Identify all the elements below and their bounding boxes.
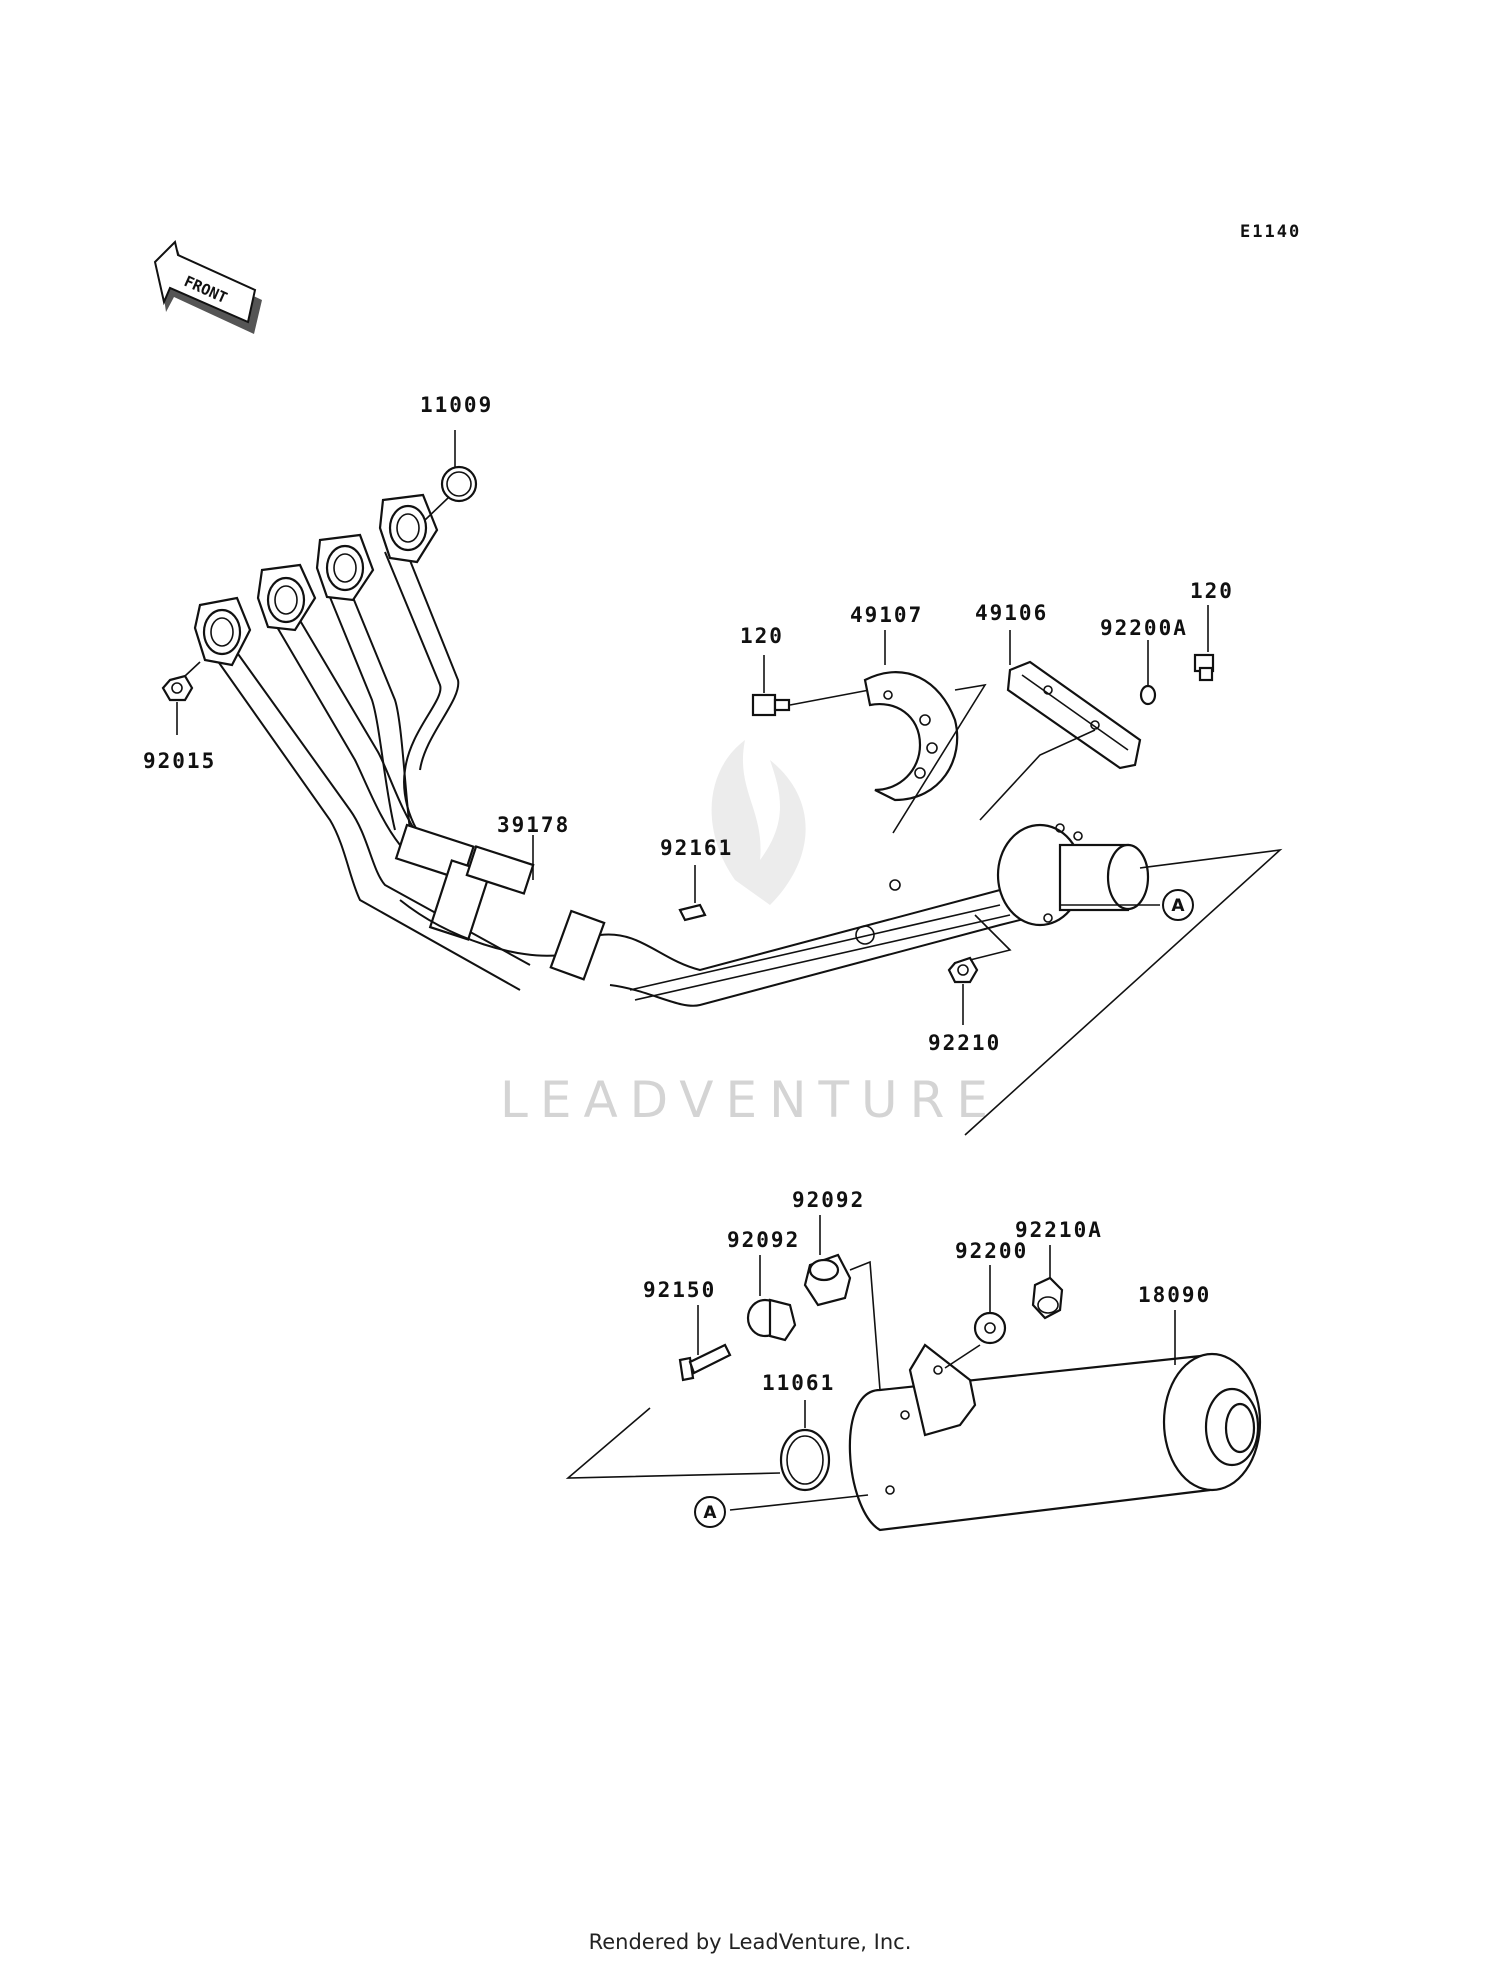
part-label-49106[interactable]: 49106 xyxy=(975,601,1048,625)
header-pipe-2 xyxy=(269,614,401,846)
cover-49106 xyxy=(1006,660,1142,770)
part-label-11009[interactable]: 11009 xyxy=(420,393,493,417)
heat-guard-49107 xyxy=(863,671,959,802)
bolt-120-right xyxy=(1193,605,1215,682)
collector-band-4 xyxy=(549,909,606,981)
washer-92200 xyxy=(973,1311,1007,1345)
muffler-18090 xyxy=(848,1310,1262,1532)
part-label-92200A[interactable]: 92200A xyxy=(1100,616,1188,640)
front-arrow-icon: FRONT xyxy=(153,240,262,334)
svg-text:A: A xyxy=(1171,896,1185,916)
diagram-code: E1140 xyxy=(1240,222,1301,242)
collector-band-3 xyxy=(465,845,535,895)
washer-92200A xyxy=(1139,684,1157,706)
bolt-92150 xyxy=(678,1305,732,1382)
grommet-92092-top xyxy=(803,1215,881,1391)
part-label-18090[interactable]: 18090 xyxy=(1138,1283,1211,1307)
header-flange-1 xyxy=(193,596,252,667)
watermark-text: LEADVENTURE xyxy=(500,1071,1000,1129)
watermark: LEADVENTURE xyxy=(500,740,1000,1129)
header-pipe-1 xyxy=(209,649,521,991)
svg-text:A: A xyxy=(703,1503,717,1523)
reference-marker-a-upper: A xyxy=(1162,889,1194,921)
exhaust-header-pipes xyxy=(193,493,1150,1007)
part-label-92200[interactable]: 92200 xyxy=(955,1239,1028,1263)
header-flange-3 xyxy=(315,533,375,602)
part-label-92092-mid[interactable]: 92092 xyxy=(727,1228,800,1252)
header-flange-2 xyxy=(256,563,317,632)
footer-credit: Rendered by LeadVenture, Inc. xyxy=(588,1930,912,1954)
part-label-92210[interactable]: 92210 xyxy=(928,1031,1001,1055)
bolt-120-left xyxy=(751,655,791,717)
reference-marker-a-lower: A xyxy=(694,1496,726,1528)
pad-92161 xyxy=(678,903,707,922)
grommet-92092-mid xyxy=(746,1255,797,1342)
part-label-92092-top[interactable]: 92092 xyxy=(792,1188,865,1212)
header-pipe-3 xyxy=(324,584,396,831)
part-label-92161[interactable]: 92161 xyxy=(660,836,733,860)
header-pipe-4 xyxy=(384,551,442,856)
nut-92015 xyxy=(161,674,194,702)
part-label-11061[interactable]: 11061 xyxy=(762,1371,835,1395)
watermark-flame-icon xyxy=(711,740,806,905)
part-label-92015[interactable]: 92015 xyxy=(143,749,216,773)
part-label-49107[interactable]: 49107 xyxy=(850,603,923,627)
part-label-120-right[interactable]: 120 xyxy=(1190,579,1234,603)
nut-92210A xyxy=(1031,1245,1064,1320)
header-flange-4 xyxy=(378,493,439,564)
gasket-11061 xyxy=(779,1428,831,1492)
part-label-39178[interactable]: 39178 xyxy=(497,813,570,837)
mid-pipe-top xyxy=(599,869,1051,972)
muffler-bracket xyxy=(908,1343,977,1437)
part-label-92150[interactable]: 92150 xyxy=(643,1278,716,1302)
part-label-120-left[interactable]: 120 xyxy=(740,624,784,648)
mid-pipe-bottom xyxy=(609,914,1041,1007)
sensor-boss xyxy=(855,925,875,945)
front-arrow-body xyxy=(153,240,257,324)
nut-92210 xyxy=(947,956,979,984)
part-label-92210A[interactable]: 92210A xyxy=(1015,1218,1103,1242)
